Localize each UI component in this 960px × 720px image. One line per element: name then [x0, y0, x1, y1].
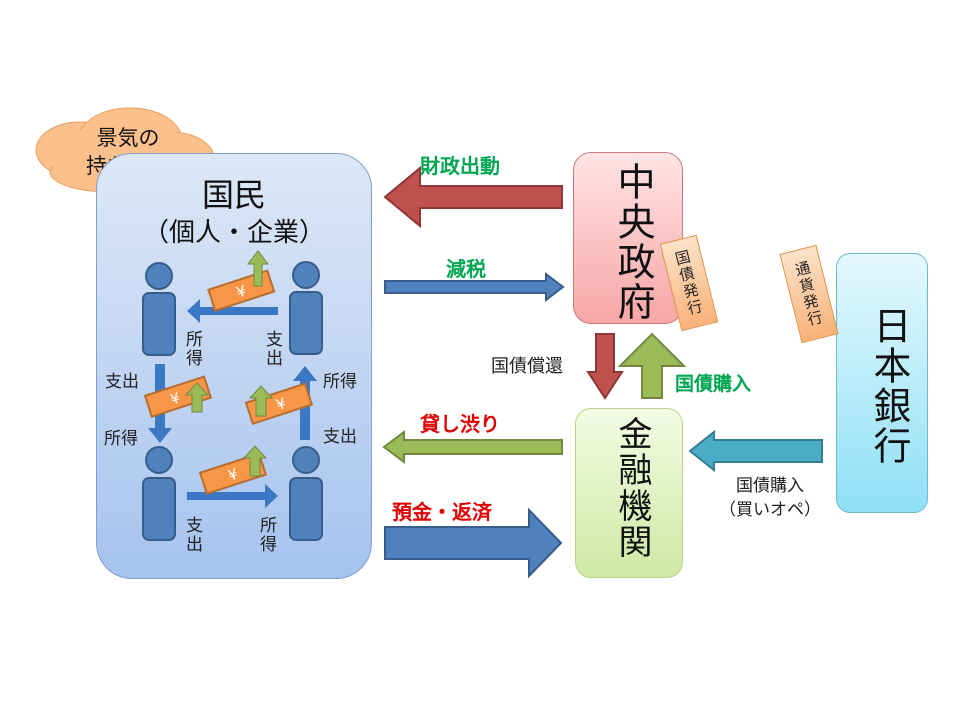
bond-redemption-arrow	[586, 333, 624, 400]
tax-cut-label: 減税	[446, 257, 486, 281]
boj-purchase-line1: 国債購入	[736, 476, 804, 496]
bank-box	[575, 408, 683, 578]
label-right-income: 所得	[323, 372, 357, 392]
bond-purchase-label: 国債購入	[675, 373, 752, 395]
government-name: 中央政府	[611, 162, 655, 322]
growth-arrow-bottom	[242, 445, 268, 477]
label-top-spend: 支出	[262, 330, 282, 368]
person-icon-bottom-left	[142, 446, 176, 541]
person-icon-top-right	[289, 261, 323, 355]
growth-arrow-left	[184, 382, 210, 413]
bond-redemption-label: 国債償還	[491, 356, 563, 377]
deposit-arrow	[384, 507, 563, 579]
boj-purchase-arrow	[688, 429, 823, 473]
label-right-spend: 支出	[323, 427, 357, 447]
credit-crunch-arrow	[382, 430, 563, 464]
bank-name: 金融機関	[612, 416, 652, 560]
government-box	[573, 152, 683, 324]
fiscal-spending-label: 財政出動	[420, 154, 500, 178]
cloud-line1: 景気の	[96, 126, 160, 150]
deposit-repay-label: 預金・返済	[392, 500, 492, 524]
people-title: 国民	[201, 176, 266, 214]
growth-arrow-right	[248, 385, 274, 417]
cycle-arrow-top	[187, 299, 278, 323]
label-bottom-income: 所得	[256, 516, 276, 554]
label-left-income: 所得	[104, 429, 138, 449]
label-top-income: 所得	[182, 330, 202, 368]
fiscal-spending-arrow	[383, 165, 563, 229]
boj-purchase-line2: （買いオペ）	[719, 500, 821, 520]
growth-arrow-top	[246, 250, 270, 287]
person-icon-bottom-right	[289, 446, 323, 541]
label-bottom-spend: 支出	[182, 516, 202, 554]
tax-cut-arrow	[384, 271, 565, 303]
boj-purchase-label: 国債購入 （買いオペ）	[710, 474, 830, 522]
boj-box	[836, 253, 928, 513]
people-subtitle: （個人・企業）	[142, 218, 325, 248]
cycle-arrow-bottom	[187, 484, 278, 508]
credit-crunch-label: 貸し渋り	[420, 412, 500, 436]
person-icon-top-left	[142, 262, 176, 356]
label-left-spend: 支出	[105, 372, 139, 392]
money-bill-top: ¥	[207, 269, 276, 312]
bond-purchase-arrow	[617, 332, 687, 399]
money-bill-bottom: ¥	[198, 452, 268, 495]
boj-name: 日本銀行	[867, 306, 911, 466]
